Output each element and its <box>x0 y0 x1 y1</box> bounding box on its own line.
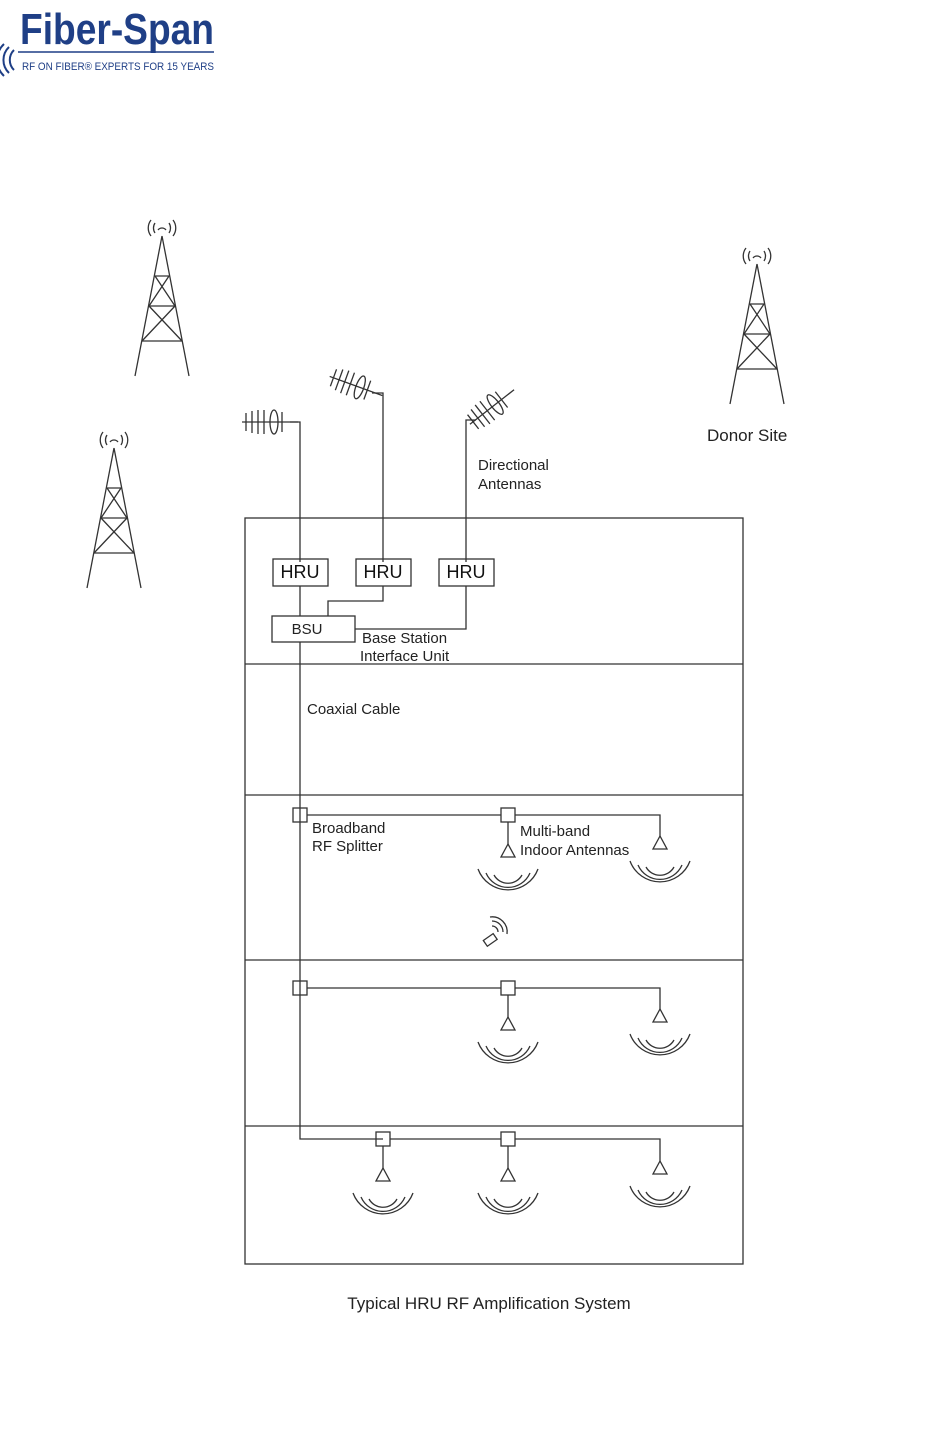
indoor-antenna-icon <box>630 836 690 882</box>
signal-meter-icon <box>483 917 507 946</box>
coaxial-cable-label: Coaxial Cable <box>307 701 400 718</box>
hru-label: HRU <box>447 562 486 582</box>
bsu-description-2: Interface Unit <box>360 648 450 665</box>
bsu-label: BSU <box>292 621 323 638</box>
diagram-caption: Typical HRU RF Amplification System <box>347 1294 630 1313</box>
tower-icon <box>87 432 141 588</box>
directional-antennas-label-1: Directional <box>478 457 549 474</box>
donor-site-label: Donor Site <box>707 426 787 445</box>
splitter-label-2: RF Splitter <box>312 838 383 855</box>
rf-splitter <box>501 1132 515 1146</box>
hru-label: HRU <box>364 562 403 582</box>
indoor-antenna-icon <box>630 1161 690 1207</box>
indoor-antenna-icon <box>630 1009 690 1055</box>
rf-splitter <box>501 981 515 995</box>
tower-icon <box>135 220 189 376</box>
indoor-antenna-icon <box>353 1168 413 1214</box>
splitter-label-1: Broadband <box>312 820 385 837</box>
indoor-antennas-label-2: Indoor Antennas <box>520 842 629 859</box>
hru-label: HRU <box>281 562 320 582</box>
bsu-description-1: Base Station <box>362 630 447 647</box>
directional-antenna-icon <box>326 365 387 407</box>
indoor-antenna-icon <box>478 1017 538 1063</box>
directional-antennas-label-2: Antennas <box>478 476 541 493</box>
directional-antenna-icon <box>463 380 522 433</box>
indoor-antenna-icon <box>478 1168 538 1214</box>
donor-tower-icon <box>730 248 784 404</box>
rf-splitter <box>501 808 515 822</box>
directional-antenna-icon <box>242 410 298 434</box>
indoor-antennas-label-1: Multi-band <box>520 823 590 840</box>
